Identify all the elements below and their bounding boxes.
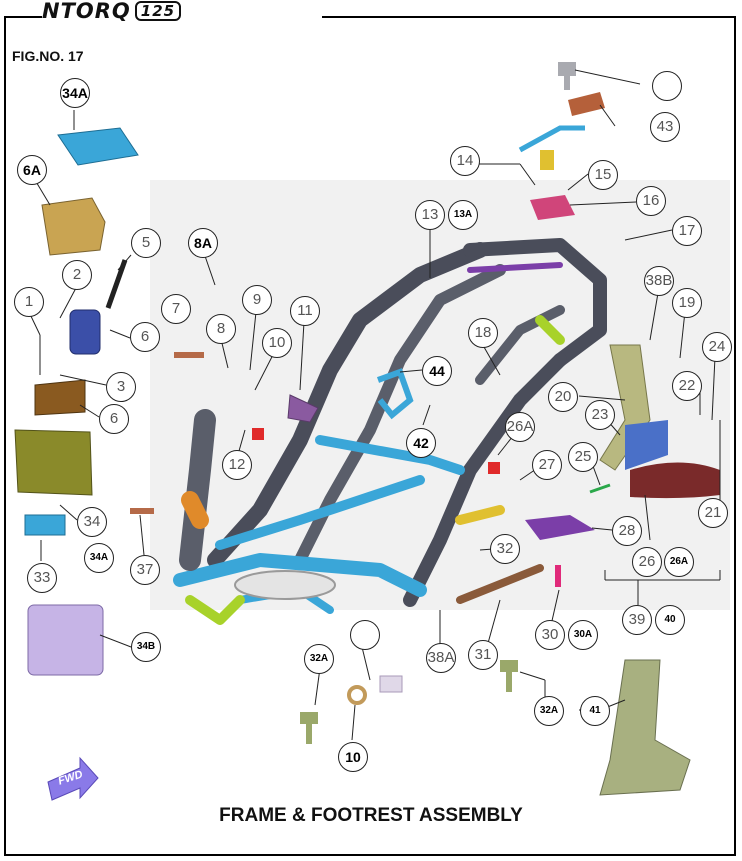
callout-7: 7 [161, 294, 191, 324]
part-14-bracket [518, 125, 585, 170]
part-41-bracket [376, 368, 414, 420]
callout-26a: 26A [664, 547, 694, 577]
part-6a-bracket [41, 197, 106, 256]
callout-20: 20 [548, 382, 578, 412]
part-27-cap [488, 462, 500, 474]
callout-30a: 30A [568, 620, 598, 650]
part-23-bracket [625, 420, 668, 470]
callout-6: 6 [99, 404, 129, 434]
part-34b-box [27, 604, 104, 676]
part-31-bar [456, 564, 544, 604]
callout-26: 26 [632, 547, 662, 577]
part-35-spacer [130, 508, 154, 514]
callout-22: 22 [672, 371, 702, 401]
callout-11: 11 [290, 296, 320, 326]
callout-29: 28 [612, 516, 642, 546]
callout-43: 34A [60, 78, 90, 108]
callout-34a: 34A [84, 543, 114, 573]
part-38b-stand [599, 659, 691, 796]
callout-12: 12 [222, 450, 252, 480]
fwd-arrow [47, 756, 99, 801]
callout-34b: 34B [131, 632, 161, 662]
callout-41: 44 [422, 356, 452, 386]
part-32a-bolt-left [300, 712, 318, 744]
callout-31: 31 [468, 640, 498, 670]
callout-36: 38A [426, 643, 456, 673]
part-12-cap [252, 428, 264, 440]
callout-1: 1 [14, 287, 44, 317]
callout-30: 30 [535, 620, 565, 650]
callout-8a: 8A [188, 228, 218, 258]
callout-21: 21 [698, 498, 728, 528]
callout-38: 39 [622, 605, 652, 635]
callout-4: 5 [131, 228, 161, 258]
callout-32: 32 [490, 534, 520, 564]
part-34-box [14, 429, 93, 496]
figure-number: FIG.NO. 17 [12, 48, 84, 64]
callout-16: 16 [636, 186, 666, 216]
part-6-bracket [34, 379, 86, 416]
callout-34: 34 [77, 507, 107, 537]
part-7-spacer [174, 352, 204, 358]
callout-17: 17 [672, 216, 702, 246]
part-29-footrest [525, 515, 595, 540]
part-5-switch [69, 309, 101, 355]
callout-42 [652, 71, 682, 101]
callout-18: 18 [468, 318, 498, 348]
callout-8: 8 [206, 314, 236, 344]
callout-24: 24 [702, 332, 732, 362]
callout-27: 26A [505, 412, 535, 442]
callout-25: 25 [568, 442, 598, 472]
part-21-mat [630, 462, 720, 499]
part-30-spring [555, 565, 561, 587]
part-10-washer [347, 685, 367, 705]
diagram-title: FRAME & FOOTREST ASSEMBLY [219, 805, 523, 826]
callout-10: 10 [262, 328, 292, 358]
callout-2: 2 [62, 260, 92, 290]
callout-33: 33 [27, 563, 57, 593]
callout-32a-right: 32A [534, 696, 564, 726]
callout-9: 9 [242, 285, 272, 315]
part-11-footrest [287, 394, 319, 423]
callout-32a-left: 32A [304, 644, 334, 674]
callout-14: 14 [450, 146, 480, 176]
callout-44 [350, 620, 380, 650]
callout-5: 6 [130, 322, 160, 352]
part-4-lever [105, 259, 128, 309]
callout-13: 13 [415, 200, 445, 230]
part-42-bolt [558, 62, 576, 90]
part-43-plate [57, 127, 139, 166]
callout-37: 38B [644, 266, 674, 296]
main-frame [173, 238, 607, 625]
callout-40: 43 [650, 112, 680, 142]
callout-13a: 13A [448, 200, 478, 230]
part-16-bracket [530, 195, 575, 220]
part-32a-bolt [500, 660, 518, 692]
part-20-footrest [599, 344, 651, 471]
part-44-bolt [379, 675, 403, 693]
callout-10-washer: 10 [338, 742, 368, 772]
callout-35: 37 [130, 555, 160, 585]
callout-39: 42 [406, 428, 436, 458]
callout-38b: 41 [580, 696, 610, 726]
callout-6a: 6A [17, 155, 47, 185]
callout-28: 27 [532, 450, 562, 480]
callout-15: 15 [588, 160, 618, 190]
part-25-rod [589, 483, 611, 494]
callout-3: 3 [106, 372, 136, 402]
part-34a-holder [24, 514, 66, 536]
callout-23: 23 [585, 400, 615, 430]
callout-38a: 40 [655, 605, 685, 635]
callout-19: 19 [672, 288, 702, 318]
part-40-handle [568, 92, 605, 116]
